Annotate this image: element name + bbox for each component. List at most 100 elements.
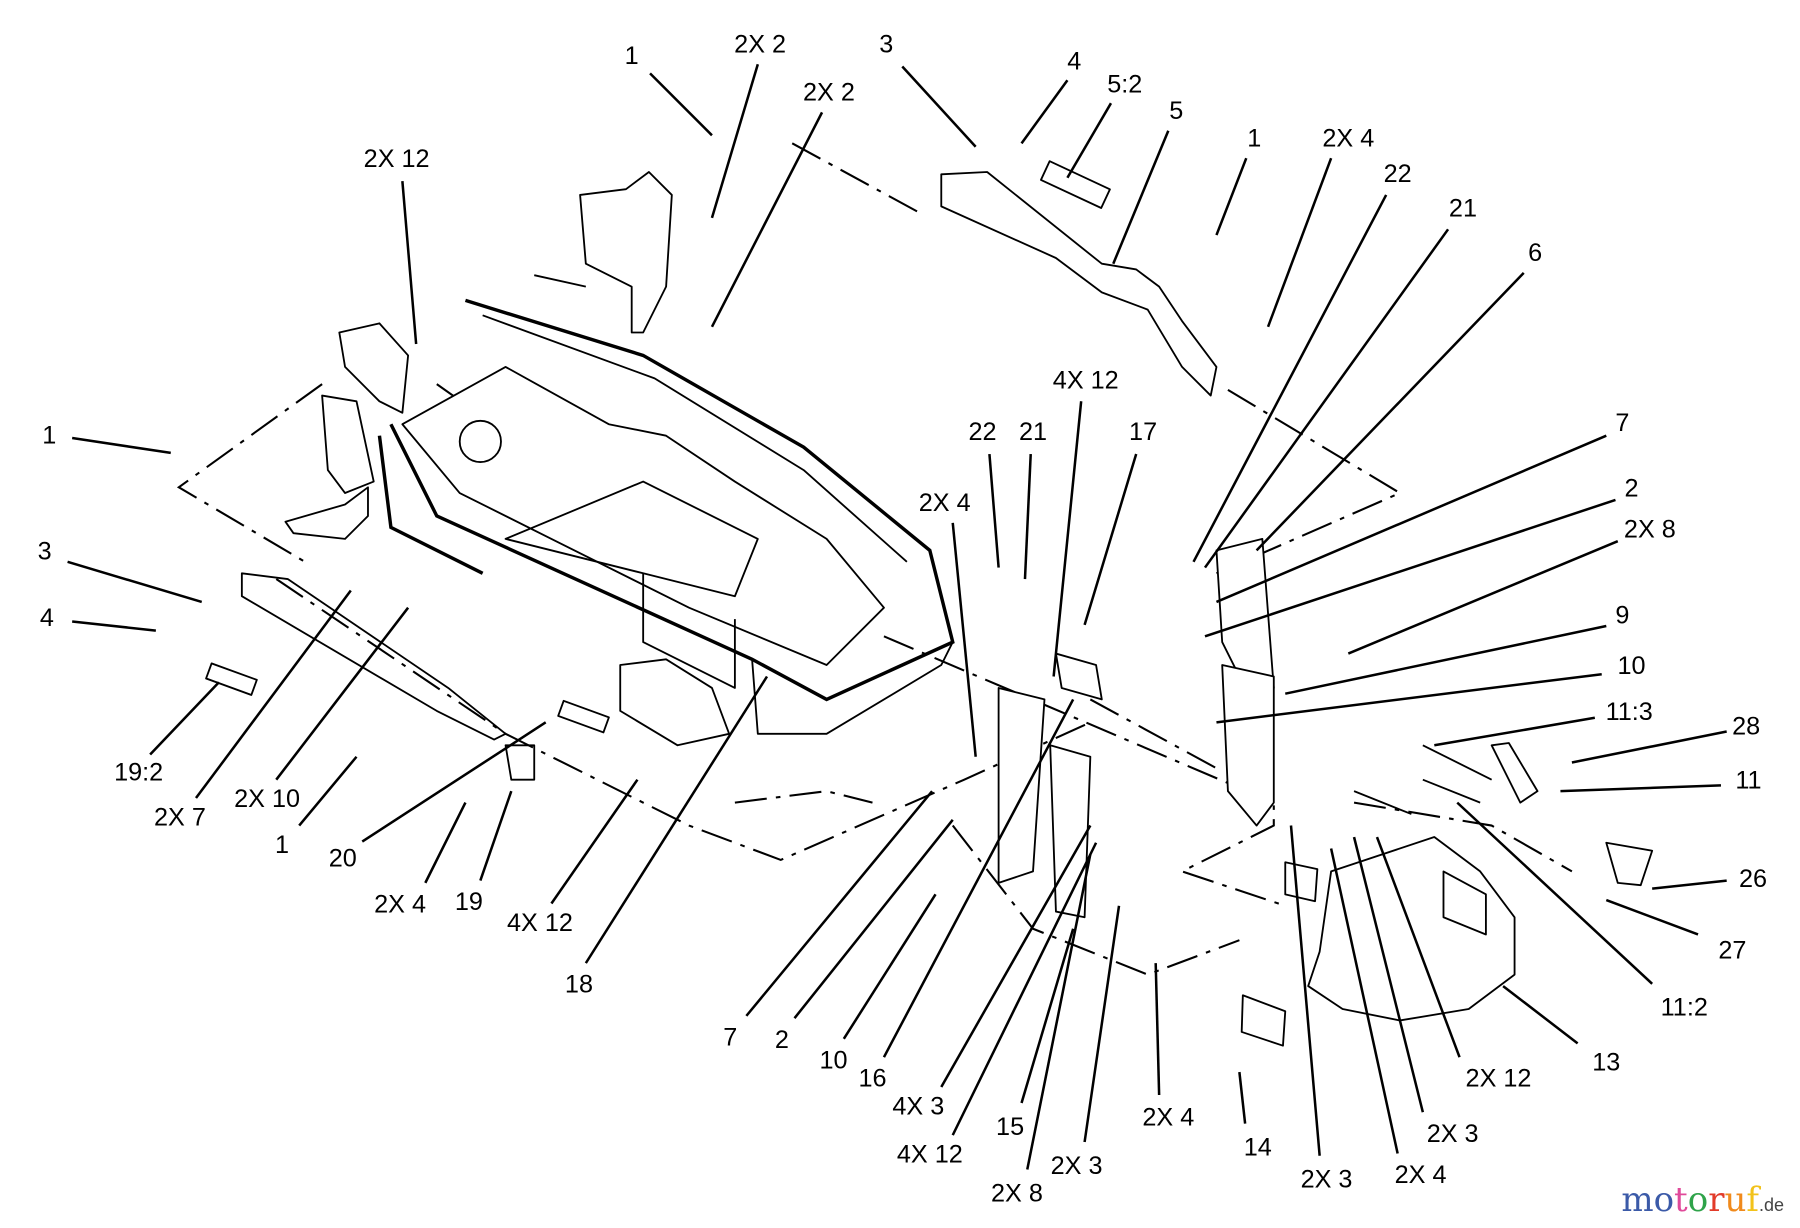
callout-leader-line xyxy=(710,63,760,219)
upper-bracket xyxy=(534,171,673,334)
callout-label: 2 xyxy=(1625,474,1639,502)
callout-leader-line xyxy=(745,790,934,1017)
callout-leader-line xyxy=(710,111,824,328)
callout-label: 4X 12 xyxy=(897,1140,963,1168)
callout-label: 26 xyxy=(1739,865,1767,893)
callout-leader-line xyxy=(1347,540,1619,655)
callout-leader-line xyxy=(1605,898,1699,936)
callout-leader-line xyxy=(1066,102,1113,179)
callout-label: 27 xyxy=(1718,936,1746,964)
callout-label: 11:3 xyxy=(1606,698,1653,726)
callout-leader-line xyxy=(901,65,977,148)
callout-leader-line xyxy=(940,824,1092,1088)
callout-leader-line xyxy=(1023,453,1032,580)
callout-leader-line xyxy=(1083,453,1138,626)
callout-label: 2X 4 xyxy=(1142,1104,1194,1132)
callout-label: 16 xyxy=(858,1065,886,1093)
assembly-guide-lines xyxy=(176,142,1573,976)
callout-label: 14 xyxy=(1244,1134,1272,1162)
callout-label: 19 xyxy=(455,888,483,916)
callout-label: 20 xyxy=(329,845,357,873)
callout-leader-line xyxy=(550,778,639,905)
callout-label: 2X 3 xyxy=(1301,1166,1353,1194)
callout-leader-line xyxy=(793,819,954,1019)
callout-leader-line xyxy=(424,802,467,884)
callout-label: 6 xyxy=(1528,239,1542,267)
callout-label: 2X 8 xyxy=(1624,516,1676,544)
callout-label: 2X 7 xyxy=(154,803,206,831)
logo-letter: o xyxy=(1653,1180,1675,1220)
callout-leader-line xyxy=(1652,879,1727,890)
callout-leader-line xyxy=(1560,784,1722,793)
logo-letter: r xyxy=(1708,1180,1725,1220)
callout-label: 19:2 xyxy=(114,759,163,787)
callout-label: 2X 3 xyxy=(1427,1120,1479,1148)
callout-label: 21 xyxy=(1449,194,1477,222)
callout-label: 18 xyxy=(565,971,593,999)
callout-label: 22 xyxy=(969,418,997,446)
callout-leader-line xyxy=(1502,985,1579,1045)
logo-letter: m xyxy=(1621,1180,1654,1220)
callout-label: 17 xyxy=(1129,418,1157,446)
callout-label: 2X 2 xyxy=(803,79,855,107)
callout-leader-line xyxy=(1083,905,1121,1143)
callout-leader-line xyxy=(584,675,769,964)
callout-label: 11:2 xyxy=(1661,994,1708,1022)
logo-letter: t xyxy=(1674,1180,1688,1220)
callout-label: 2X 2 xyxy=(734,31,786,59)
callout-leader-line xyxy=(649,72,713,137)
callout-leader-line xyxy=(1020,79,1069,145)
callout-leader-line xyxy=(988,453,1000,568)
callout-label: 7 xyxy=(1615,409,1629,437)
callout-label: 4X 12 xyxy=(1053,366,1119,394)
callout-leader-line xyxy=(1026,853,1092,1170)
logo-tld: .de xyxy=(1758,1195,1784,1215)
callout-label: 3 xyxy=(879,31,893,59)
logo-letter: o xyxy=(1687,1180,1709,1220)
callout-label: 2 xyxy=(775,1026,789,1054)
callout-label: 4 xyxy=(40,604,54,632)
callout-leader-line xyxy=(1289,825,1321,1156)
callout-label: 13 xyxy=(1592,1049,1620,1077)
callout-leader-line xyxy=(194,589,352,799)
callout-leader-line xyxy=(1204,498,1616,638)
callout-leader-line xyxy=(1329,848,1399,1154)
callout-leader-line xyxy=(149,681,220,756)
callout-leader-line xyxy=(1375,836,1461,1058)
callout-leader-line xyxy=(1215,434,1607,604)
callout-leader-line xyxy=(1238,1071,1247,1124)
callout-leader-line xyxy=(361,721,547,843)
callout-label: 1 xyxy=(1247,125,1261,153)
callout-leader-line xyxy=(1456,801,1654,985)
callout-label: 11 xyxy=(1735,767,1761,795)
callout-label: 10 xyxy=(819,1046,847,1074)
callout-label: 15 xyxy=(996,1113,1024,1141)
callout-leader-line xyxy=(1215,157,1248,236)
callout-label: 5 xyxy=(1169,97,1183,125)
motoruf-logo: motoruf.de xyxy=(1621,1180,1784,1220)
rear-shield xyxy=(940,160,1218,397)
right-brackets xyxy=(997,537,1654,919)
callout-leader-line xyxy=(1112,130,1170,265)
callout-label: 2X 8 xyxy=(991,1179,1043,1207)
left-bracket xyxy=(284,322,410,540)
callout-label: 4X 3 xyxy=(892,1092,944,1120)
callout-label: 2X 12 xyxy=(1466,1065,1532,1093)
callout-label: 2X 10 xyxy=(234,785,300,813)
callout-label: 7 xyxy=(723,1023,737,1051)
callout-label: 4X 12 xyxy=(507,909,573,937)
callout-label: 4 xyxy=(1067,48,1081,76)
callout-leader-line xyxy=(479,790,513,881)
logo-letter: f xyxy=(1746,1180,1759,1220)
logo-letter: u xyxy=(1724,1180,1747,1220)
callout-label: 3 xyxy=(38,537,52,565)
callout-leader-line xyxy=(67,560,203,604)
callout-label: 2X 4 xyxy=(919,489,971,517)
callout-leader-line xyxy=(1192,194,1388,563)
callout-leader-line xyxy=(1052,401,1083,677)
callout-label: 22 xyxy=(1384,160,1412,188)
callout-leader-line xyxy=(298,755,358,827)
callout-label: 10 xyxy=(1617,652,1645,680)
